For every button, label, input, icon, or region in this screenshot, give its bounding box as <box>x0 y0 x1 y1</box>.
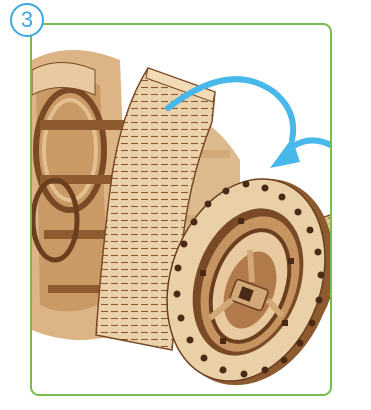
step-number-badge: 3 <box>10 3 44 37</box>
step-number: 3 <box>21 9 33 31</box>
